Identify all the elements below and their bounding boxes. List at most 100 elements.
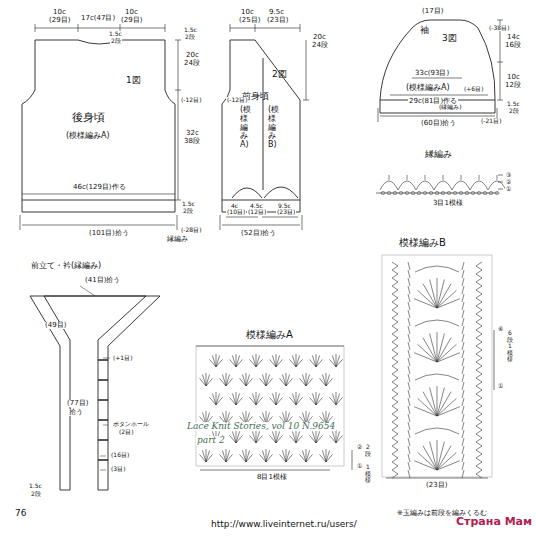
dimension-label: (23目): [276, 209, 296, 215]
dimension-label: 1.5c: [181, 201, 196, 207]
stitch-symbols: [250, 354, 263, 367]
stitch-symbols: [425, 175, 426, 180]
stitch-symbols: [392, 294, 398, 302]
stitch-symbols: [320, 449, 333, 462]
piece-label: (模様編みB): [268, 106, 276, 150]
dimension-label: (29目): [48, 17, 71, 24]
stitch-symbols: [381, 192, 385, 195]
stitch-symbols: [408, 366, 464, 374]
stitch-symbols: [210, 392, 223, 405]
stitch-symbols: [290, 354, 303, 367]
stitch-symbols: [392, 406, 398, 414]
stitch-symbols: [476, 430, 482, 438]
stitch-symbols: [280, 449, 293, 462]
stitch-symbols: [392, 302, 398, 310]
dimension-label: 模様編みB: [398, 238, 447, 248]
stitch-symbols: [453, 192, 457, 195]
stitch-symbols: [392, 438, 398, 446]
stitch-symbols: [416, 181, 434, 190]
stitch-symbols: [392, 326, 398, 334]
stitch-symbols: [270, 354, 283, 367]
stitch-symbols: [476, 350, 482, 358]
edging-chart-frame: [376, 175, 503, 193]
stitch-symbols: [476, 334, 482, 342]
dimension-label: (29目): [120, 17, 143, 24]
stitch-symbols: [435, 192, 439, 195]
back-ribbing: [22, 200, 175, 212]
chart-edge: [196, 346, 344, 347]
piece-label: 袖: [420, 26, 429, 35]
stitch-symbols: [392, 454, 398, 462]
stitch-symbols: [476, 422, 482, 430]
stitch-symbols: [441, 192, 445, 195]
dimension-label: ⑥: [497, 326, 504, 332]
stitch-symbols: [392, 318, 398, 326]
stitch-symbols: [476, 326, 482, 334]
stitch-symbols: [408, 438, 464, 446]
stitch-symbols: [392, 374, 398, 382]
dimension-label: (3目): [110, 466, 127, 472]
stitch-symbols: [476, 446, 482, 454]
stitch-symbols: [392, 358, 398, 366]
stitch-symbols: [408, 342, 464, 350]
stitch-symbols: [392, 278, 398, 286]
stitch-symbols: [415, 374, 459, 380]
stitch-symbols: [408, 294, 464, 302]
stitch-symbols: [414, 278, 460, 308]
dimension-label: 2段: [508, 108, 520, 114]
stitch-symbols: [415, 320, 459, 326]
dimension-label: 8目1模様: [256, 474, 288, 481]
stitch-symbols: [408, 390, 464, 398]
stitch-symbols: [200, 449, 213, 462]
stitch-symbols: [320, 373, 333, 386]
piece-label: 2図: [272, 70, 287, 79]
stitch-symbols: [260, 449, 273, 462]
stitch-symbols: [476, 406, 482, 414]
dimension-label: 10c: [240, 9, 255, 16]
dimension-label: 縁編み: [424, 150, 453, 159]
stitch-symbols: [330, 392, 343, 405]
stitch-symbols: [408, 310, 464, 318]
dimension-label: (-21目): [480, 118, 502, 124]
watermark: part 2: [196, 436, 226, 445]
dimension-label: 10c: [52, 9, 67, 16]
stitch-symbols: [434, 181, 452, 190]
stitch-symbols: [476, 470, 482, 478]
stitch-symbols: [465, 192, 469, 195]
stitch-symbols: [414, 332, 460, 362]
dimension-label: (2目): [118, 429, 135, 435]
dimension-label: 1.5c: [28, 483, 43, 489]
dimension-label: (-38目): [488, 25, 510, 31]
stitch-symbols: [392, 470, 398, 478]
dimension-label: 9.5c: [268, 9, 285, 16]
pattern-divider: [232, 58, 298, 198]
stitch-symbols: [230, 430, 243, 443]
stitch-symbols: [310, 392, 323, 405]
dimension-label: (10目): [226, 209, 246, 215]
stitch-symbols: [392, 286, 398, 294]
dimension-label: 46c(129目)作る: [72, 184, 127, 191]
dimension-label: (101目)拾う: [88, 230, 130, 237]
stitch-symbols: [380, 181, 398, 190]
dimension-label: 1模様: [364, 464, 372, 484]
stitch-symbols: [476, 390, 482, 398]
dimension-label: (77目): [66, 400, 89, 407]
piece-label: (模様編みA): [66, 132, 110, 140]
stitch-symbols: [230, 392, 243, 405]
dimension-label: (縁編み): [438, 104, 463, 110]
stitch-symbols: [408, 350, 464, 358]
dimension-label: 14c: [506, 34, 521, 41]
stitch-symbols: [411, 192, 415, 195]
stitch-symbols: [392, 390, 398, 398]
stitch-symbols: [471, 192, 475, 195]
front-piece-outline: [222, 40, 300, 200]
stitch-symbols: [407, 175, 408, 180]
dimension-label: 10c: [506, 74, 521, 81]
dimension-label: ②: [356, 444, 363, 450]
stitch-symbols: [270, 430, 283, 443]
stitch-symbols: [392, 270, 398, 278]
stitch-symbols: [417, 192, 421, 195]
front-band-outline: [30, 296, 160, 490]
stitch-symbols: [408, 422, 464, 430]
stitch-symbols: [414, 386, 460, 416]
